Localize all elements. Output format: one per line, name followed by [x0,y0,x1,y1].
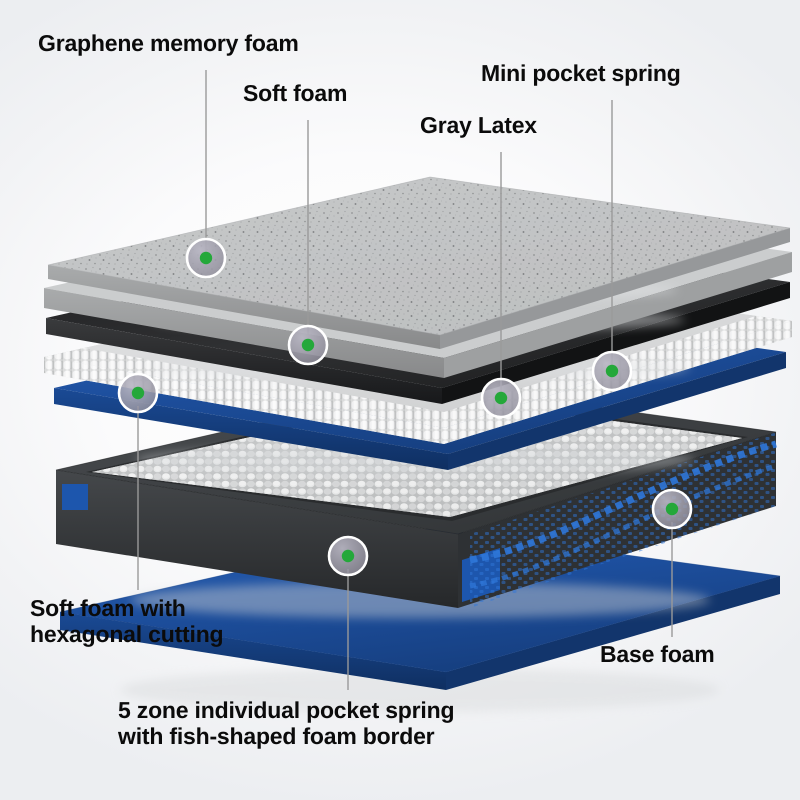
marker-ring [327,535,369,577]
marker-ring [287,324,329,366]
label-graphene-memory-foam: Graphene memory foam [38,30,299,56]
label-mini-pocket-spring: Mini pocket spring [481,60,681,86]
marker-soft-foam-hexagonal-cutting[interactable] [117,372,159,414]
leader-lines-group [137,70,673,690]
marker-dot [605,364,619,378]
marker-ring [117,372,159,414]
marker-gray-latex[interactable] [480,377,522,419]
layer-graphene-memory-foam [47,176,791,349]
marker-ring [651,488,693,530]
label-gray-latex: Gray Latex [420,112,537,138]
marker-dot [494,391,508,405]
marker-five-zone-pocket-spring[interactable] [327,535,369,577]
marker-dot [131,386,145,400]
marker-base-foam[interactable] [651,488,693,530]
label-soft-foam-hexagonal-cutting: Soft foam with hexagonal cutting [30,595,224,647]
marker-graphene-memory-foam[interactable] [185,237,227,279]
markers-group [117,237,693,577]
marker-dot [665,502,679,516]
marker-dot [341,549,355,563]
marker-dot [199,251,213,265]
label-base-foam: Base foam [600,641,715,667]
label-soft-foam: Soft foam [243,80,348,106]
marker-mini-pocket-spring[interactable] [591,350,633,392]
marker-ring [480,377,522,419]
label-five-zone-pocket-spring: 5 zone individual pocket spring with fis… [118,697,455,749]
marker-dot [301,338,315,352]
marker-soft-foam[interactable] [287,324,329,366]
marker-ring [185,237,227,279]
marker-ring [591,350,633,392]
